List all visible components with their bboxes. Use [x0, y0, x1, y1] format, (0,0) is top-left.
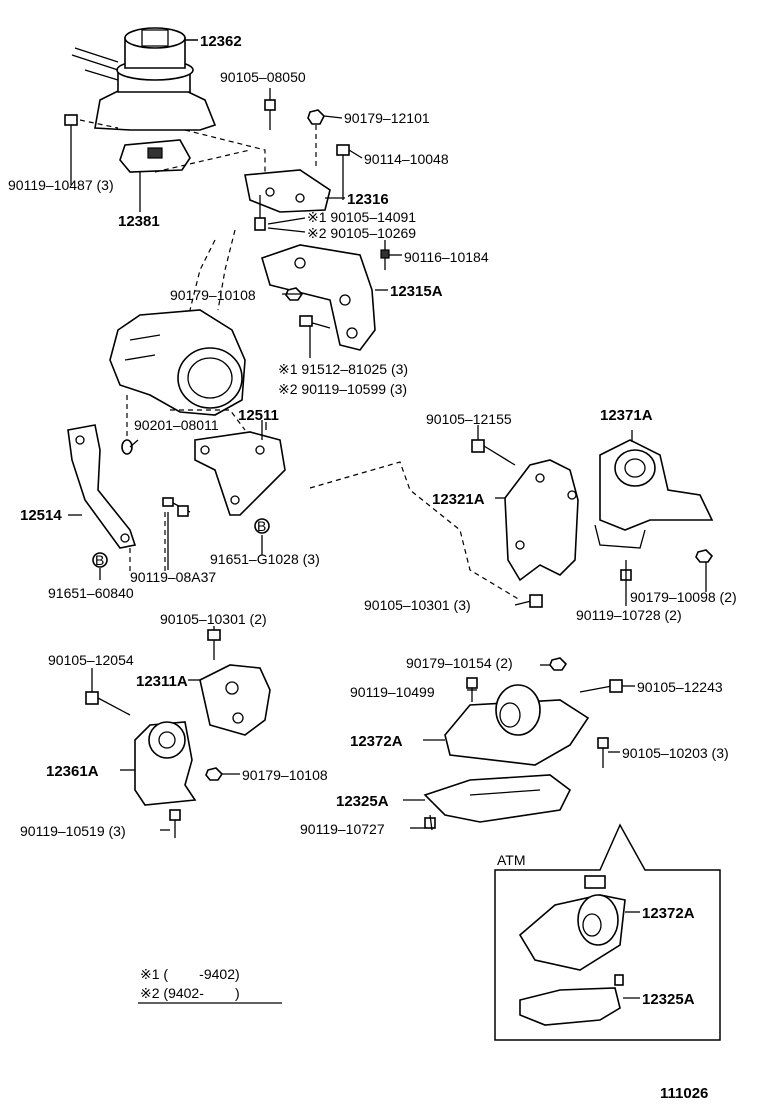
- label-90119-10487: 90119–10487 (3): [8, 177, 114, 193]
- legend-line-2: ※2 (9402- ): [140, 985, 240, 1001]
- b-marker-top: B: [254, 518, 270, 534]
- label-90119-10519: 90119–10519 (3): [20, 823, 126, 839]
- stud-90116-10184: [380, 240, 390, 270]
- nut-90179-10154: [549, 657, 568, 671]
- label-90119-10599: ※2 90119–10599 (3): [278, 381, 407, 397]
- transmission-case: [109, 229, 246, 416]
- bolt-90105-12155: [471, 439, 516, 466]
- b-marker-bottom: B: [92, 552, 108, 568]
- label-12362: 12362: [200, 33, 242, 50]
- bolt-90105-10203: [597, 737, 609, 768]
- label-90105-10203: 90105–10203 (3): [622, 745, 729, 761]
- bracket-12321A: [504, 459, 579, 582]
- label-12371A: 12371A: [600, 407, 653, 424]
- label-12514: 12514: [20, 507, 62, 524]
- part-labels: 12362 90105–08050 90179–12101 90114–1004…: [8, 33, 737, 1102]
- label-91651-G1028: 91651–G1028 (3): [210, 551, 320, 567]
- nut-90179-10108-lower: [205, 767, 224, 781]
- label-atm-12372A: 12372A: [642, 905, 695, 922]
- bolt-90119-10728: [620, 560, 632, 600]
- label-90105-10301-lower: 90105–10301 (2): [160, 611, 267, 627]
- label-90105-12155: 90105–12155: [426, 411, 512, 427]
- bracket-12511: [194, 420, 286, 516]
- mount-12361A: [134, 721, 197, 806]
- bolt-90105-12243: [579, 679, 623, 693]
- leader-lines: [68, 39, 707, 1004]
- bolt-90119-10519: [169, 809, 181, 838]
- label-90119-10499: 90119–10499: [350, 684, 435, 700]
- label-90116-10184: 90116–10184: [404, 249, 489, 265]
- bracket-12315A: [261, 244, 376, 351]
- label-90179-10108-lower: 90179–10108: [242, 767, 328, 783]
- legend-line-1: ※1 ( -9402): [140, 966, 240, 982]
- bracket-12381: [119, 139, 191, 210]
- label-90179-12101: 90179–12101: [344, 110, 430, 126]
- bolt-90105-10301-right: [514, 594, 543, 608]
- bracket-12514: [67, 424, 137, 549]
- label-12311A: 12311A: [136, 673, 188, 690]
- bolt-90105-08050: [264, 99, 276, 130]
- label-90105-10301-right: 90105–10301 (3): [364, 597, 471, 613]
- bolt-90119-10727: [424, 814, 436, 831]
- label-90201-08011: 90201–08011: [134, 417, 219, 433]
- bolt-90119-08A37: [162, 497, 191, 517]
- plate-12316: [244, 169, 331, 213]
- label-atm-12325A: 12325A: [642, 991, 695, 1008]
- label-90179-10098: 90179–10098 (2): [630, 589, 737, 605]
- washer-90201-08011: [121, 439, 133, 455]
- label-90119-10728: 90119–10728 (2): [576, 607, 682, 623]
- bolt-91512-81025: [299, 315, 331, 329]
- nut-90179-10098: [695, 549, 714, 563]
- label-12315A: 12315A: [390, 283, 443, 300]
- label-90179-10108-upper: 90179–10108: [170, 287, 256, 303]
- label-90105-12054: 90105–12054: [48, 652, 134, 668]
- bracket-12325A: [423, 774, 572, 823]
- label-90114-10048: 90114–10048: [364, 151, 449, 167]
- b-marker-1-text: B: [257, 518, 266, 534]
- label-12511: 12511: [238, 407, 279, 424]
- figure-number: 111026: [660, 1085, 708, 1102]
- label-90105-08050: 90105–08050: [220, 69, 306, 85]
- label-12361A: 12361A: [46, 763, 99, 780]
- label-12372A: 12372A: [350, 733, 403, 750]
- label-90119-10727: 90119–10727: [300, 821, 385, 837]
- nut-90179-12101: [307, 109, 325, 170]
- label-90179-10154: 90179–10154 (2): [406, 655, 513, 671]
- label-90105-14091: ※1 90105–14091: [307, 209, 416, 225]
- label-atm-title: ATM: [497, 852, 526, 868]
- label-91512-81025: ※1 91512–81025 (3): [278, 361, 408, 377]
- label-12381: 12381: [118, 213, 160, 230]
- label-91651-60840: 91651–60840: [48, 585, 134, 601]
- b-marker-2-text: B: [95, 552, 104, 568]
- label-12316: 12316: [347, 191, 389, 208]
- label-90105-10269: ※2 90105–10269: [307, 225, 416, 241]
- label-90119-08A37: 90119–08A37: [130, 569, 216, 585]
- bolt-90105-10301-lower: [207, 629, 221, 660]
- engine-mount-12362: [71, 27, 217, 131]
- bracket-12311A: [199, 664, 271, 736]
- mount-12372A: [444, 684, 590, 766]
- bolt-90105-12054: [85, 691, 131, 716]
- mount-12371A: [594, 439, 714, 549]
- bolt-90119-10487: [64, 114, 78, 175]
- label-12321A: 12321A: [432, 491, 485, 508]
- atm-inset: [494, 823, 721, 1041]
- bolt-90105-14091: [254, 195, 266, 231]
- label-90105-12243: 90105–12243: [637, 679, 723, 695]
- label-12325A: 12325A: [336, 793, 389, 810]
